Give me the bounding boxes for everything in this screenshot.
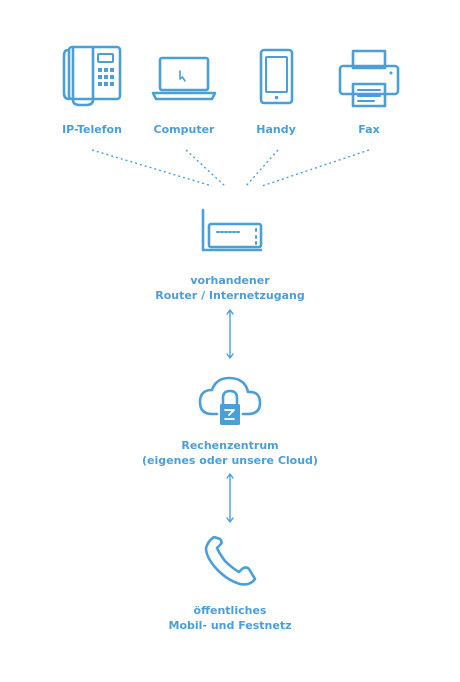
handy-icon <box>259 48 294 105</box>
phone-handset-icon <box>204 535 257 586</box>
device-label-ip-phone: IP-Telefon <box>62 123 122 136</box>
datacenter-label: Rechenzentrum (eigenes oder unsere Cloud… <box>90 438 370 468</box>
ip-phone-icon <box>62 45 122 107</box>
device-label-fax: Fax <box>358 123 380 136</box>
connector-ip-phone <box>91 149 213 187</box>
router-label-line2: Router / Internetzugang <box>155 289 305 302</box>
computer-icon <box>151 56 217 101</box>
network-label: öffentliches Mobil- und Festnetz <box>110 603 350 633</box>
network-label-line2: Mobil- und Festnetz <box>168 619 292 632</box>
datacenter-label-line1: Rechenzentrum <box>181 439 279 452</box>
device-label-handy: Handy <box>256 123 296 136</box>
router-label: vorhandener Router / Internetzugang <box>110 273 350 303</box>
router-icon <box>201 208 263 252</box>
cloud-lock-icon <box>198 376 262 425</box>
arrow-datacenter-network <box>226 473 234 523</box>
router-label-line1: vorhandener <box>190 274 270 287</box>
connector-handy <box>245 149 279 187</box>
connector-computer <box>185 149 226 187</box>
device-label-computer: Computer <box>153 123 215 136</box>
arrow-router-datacenter <box>226 309 234 359</box>
fax-icon <box>338 49 400 108</box>
connector-fax <box>261 149 370 187</box>
datacenter-label-line2: (eigenes oder unsere Cloud) <box>142 454 318 467</box>
network-label-line1: öffentliches <box>193 604 267 617</box>
